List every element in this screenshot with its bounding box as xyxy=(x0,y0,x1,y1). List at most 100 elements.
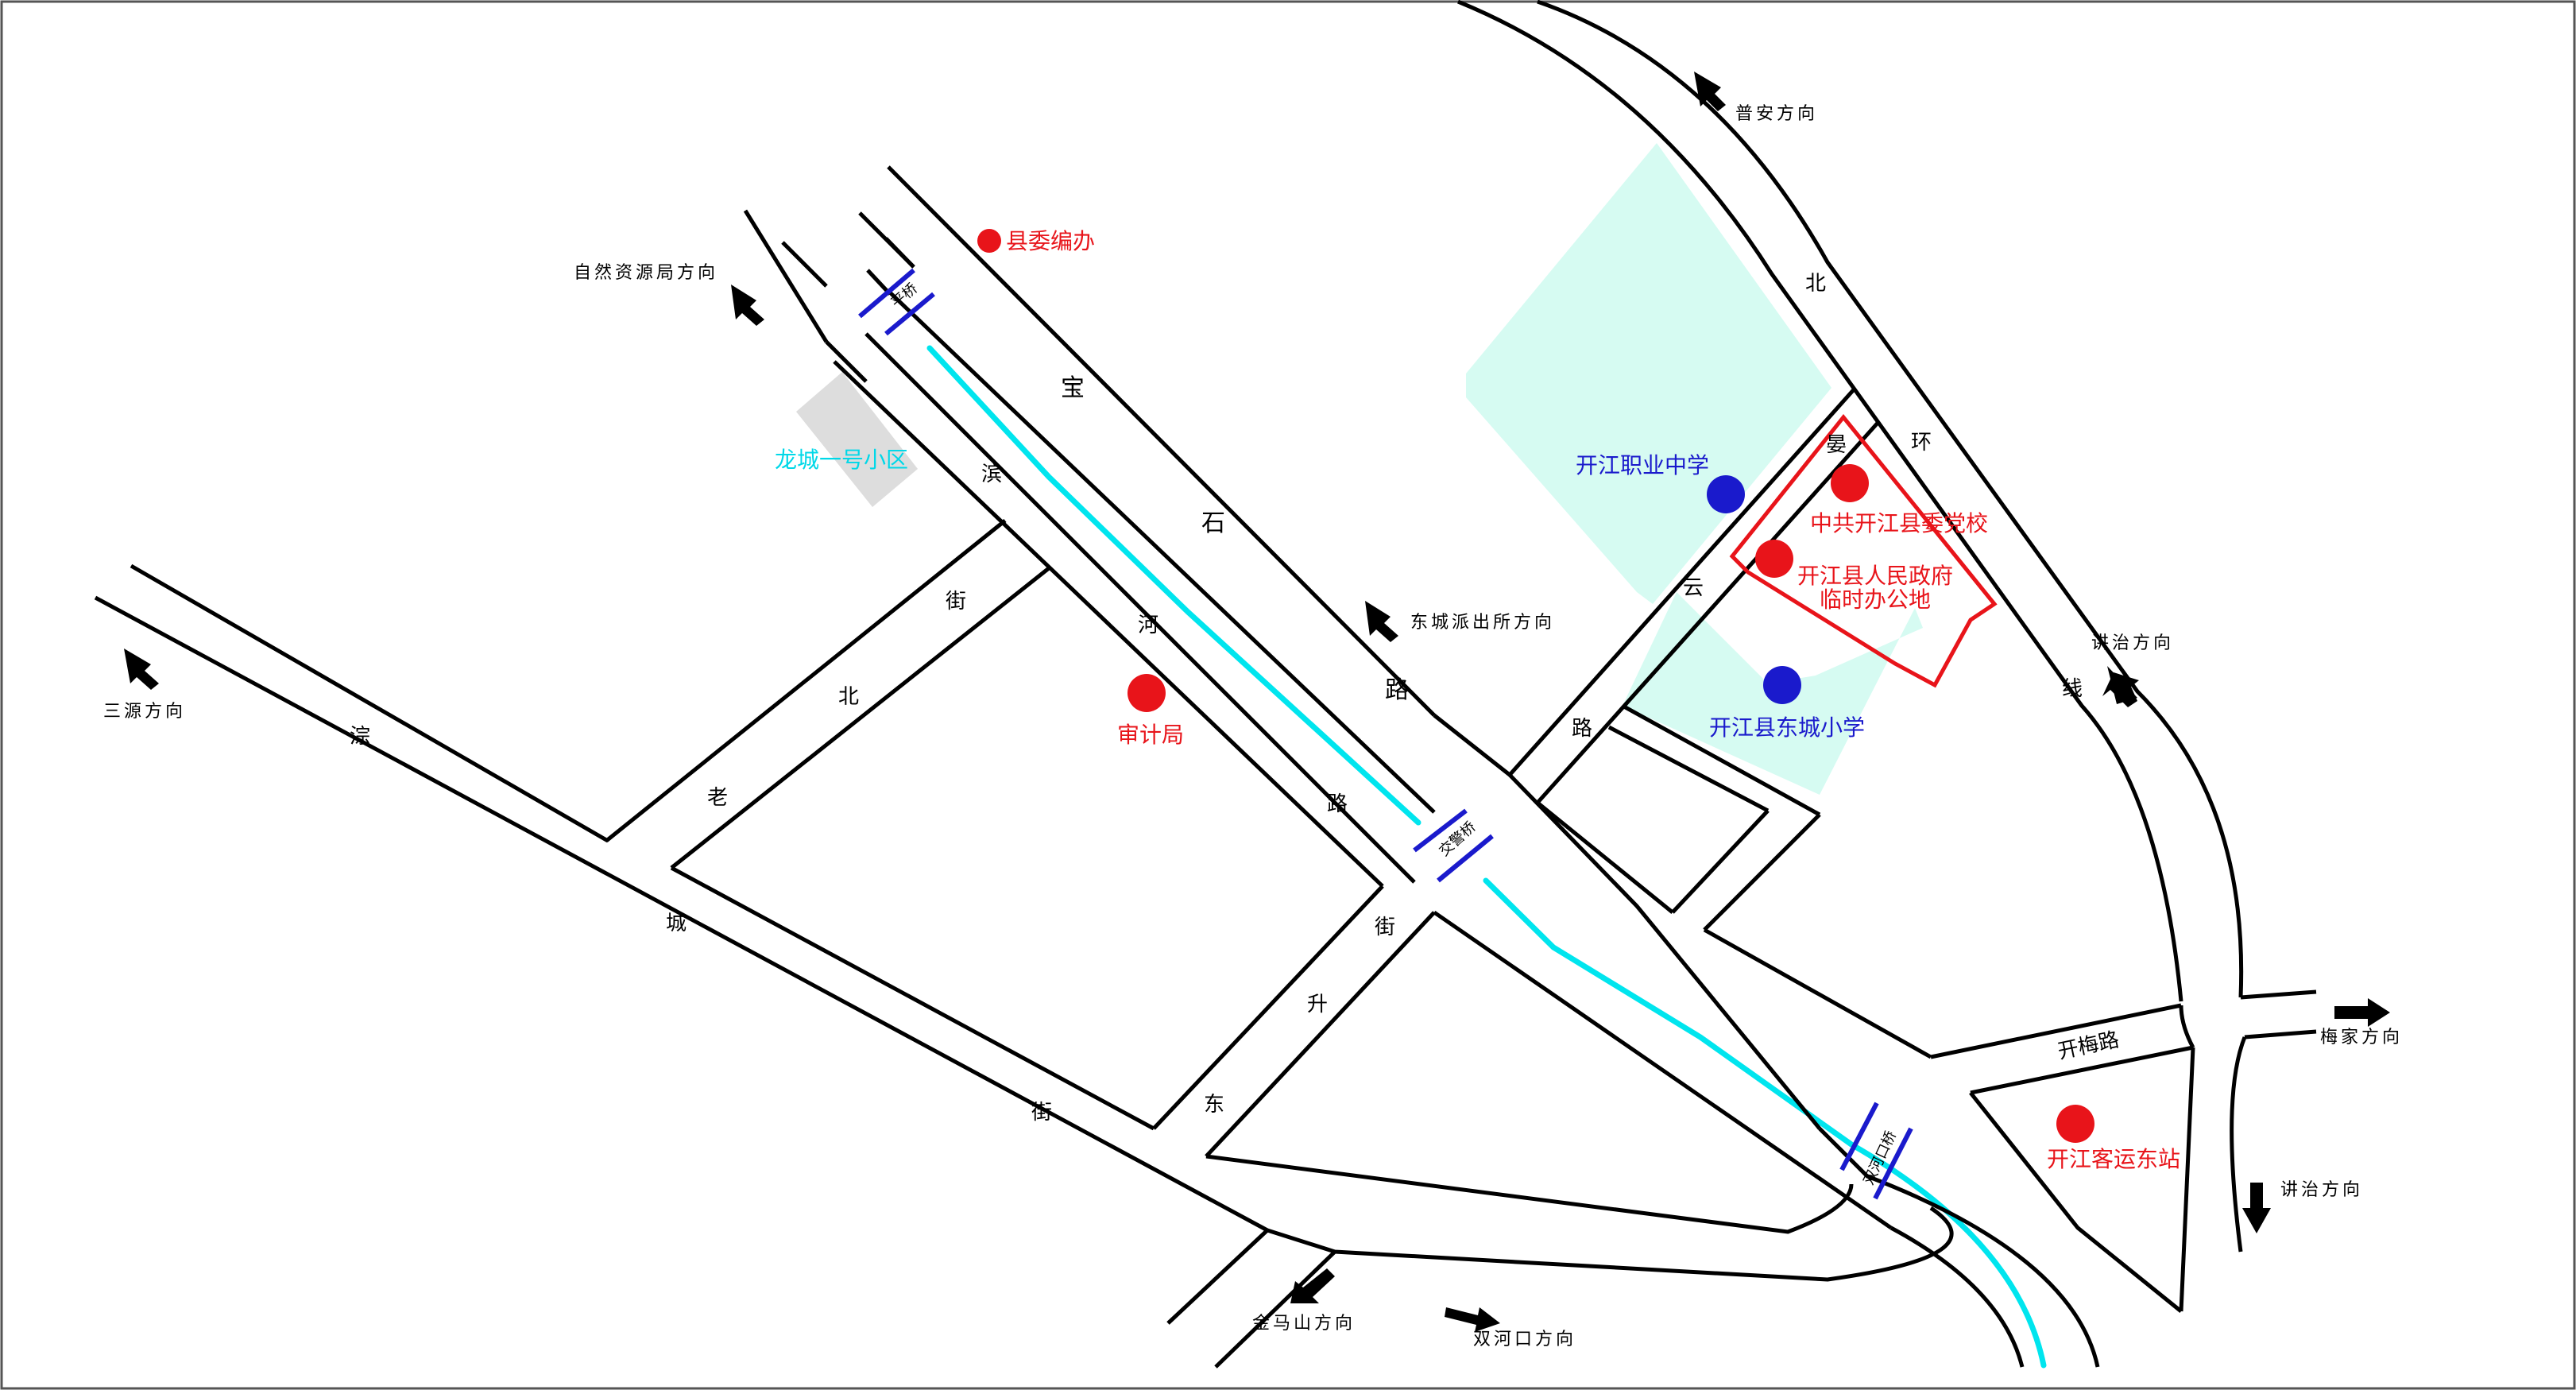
south-main-road-south-edge xyxy=(1267,1206,1954,1282)
baoshi-road-char-1: 宝 xyxy=(1061,374,1085,402)
poi-label-dangxiao: 中共开江县委党校 xyxy=(1810,510,1988,536)
beihuan-line-char-1: 北 xyxy=(1805,272,1826,296)
jiangzhi-upper-direction-label: 讲治方向 xyxy=(2091,633,2174,653)
binhe-road-char-2: 河 xyxy=(1138,614,1158,637)
yanyun-road-stub xyxy=(1536,801,1674,914)
baoshi-road-west-edge xyxy=(888,291,1436,814)
zongcheng-street-south-edge xyxy=(94,595,1269,1233)
laobei-street-north-edge xyxy=(605,519,1007,842)
arrow-icon xyxy=(731,285,764,326)
puan-direction-label: 普安方向 xyxy=(1735,104,1818,124)
kaimei-road-connector xyxy=(1703,927,1932,1059)
beihuan-line-char-2: 环 xyxy=(1911,431,1932,455)
baoshi-road-north-2 xyxy=(1433,714,1511,776)
poi-label-xianwei-bianban: 县委编办 xyxy=(1006,228,1095,254)
binhe-road-north-stub xyxy=(743,209,829,343)
school-block-east xyxy=(1671,809,1770,914)
arrow-icon xyxy=(1445,1307,1500,1332)
binhe-road-east-edge xyxy=(864,332,1416,884)
laobei-street-char-1: 街 xyxy=(946,590,966,614)
river-lower xyxy=(1483,877,2047,1369)
government-office-boundary xyxy=(1729,414,1998,688)
arrow-icon xyxy=(1365,601,1398,642)
ziran-direction-label: 自然资源局方向 xyxy=(574,263,718,283)
arrow-icon xyxy=(1290,1268,1335,1303)
road-network xyxy=(94,0,2317,1369)
dongsheng-street-char-3: 东 xyxy=(1204,1093,1224,1117)
jiaojing-bridge-east xyxy=(1437,834,1494,883)
river-road-south-east xyxy=(1818,1127,2100,1368)
school-block-inner xyxy=(1607,725,1770,813)
poi-marker-dongcheng-xiaoxue xyxy=(1763,666,1801,704)
zongcheng-street-north-edge-east xyxy=(670,865,1155,1131)
binhe-road-char-3: 路 xyxy=(1327,792,1348,816)
beihuan-line-east-edge xyxy=(1537,0,2244,998)
poi-marker-shenji-ju xyxy=(1127,674,1166,712)
poi-marker-zhengfu xyxy=(1755,540,1793,578)
meijia-road-south xyxy=(2244,1029,2317,1040)
pingqiao-bridge-east xyxy=(884,292,935,336)
pingqiao-north-edge xyxy=(858,211,915,269)
kaimei-road-north-edge xyxy=(1930,1003,2182,1059)
yanyun-road-west-edge xyxy=(1508,386,1857,776)
dongsheng-street-east-edge xyxy=(1205,911,1436,1158)
river-road-east xyxy=(1508,773,1821,1130)
arrow-icon xyxy=(1694,72,1726,111)
poi-label-dongcheng-xiaoxue: 开江县东城小学 xyxy=(1709,714,1865,741)
arrow-icon xyxy=(124,649,159,690)
beihuan-line-west-edge xyxy=(1457,0,2183,1002)
yanyun-road-east-edge xyxy=(1536,420,1881,804)
poi-marker-dangxiao xyxy=(1831,464,1869,502)
zongcheng-street-north-edge-west xyxy=(130,563,609,843)
dongcheng-police-direction-label: 东城派出所方向 xyxy=(1410,613,1555,633)
baoshi-road-char-2: 石 xyxy=(1201,509,1225,537)
kaimei-road-label: 开梅路 xyxy=(2056,1028,2122,1064)
poi-label-zhiye-zhongxue: 开江职业中学 xyxy=(1576,452,1709,478)
beihuan-line-char-3: 线 xyxy=(2062,677,2083,701)
laobei-street-south-edge xyxy=(670,567,1050,869)
yanyun-road-char-3: 路 xyxy=(1572,717,1592,741)
pingqiao-bridge-west xyxy=(858,268,915,319)
jiangzhi-road-west xyxy=(2230,1036,2247,1253)
poi-label-keyun-zhan: 开江客运东站 xyxy=(2047,1146,2180,1172)
zongcheng-street-char-3: 街 xyxy=(1031,1101,1052,1125)
baoshi-road-char-3: 路 xyxy=(1385,676,1409,704)
arrow-icon xyxy=(2242,1183,2271,1233)
jinmashan-road-east xyxy=(1214,1250,1336,1369)
poi-label-zhengfu-line2: 临时办公地 xyxy=(1820,587,1931,613)
direction-markers: 普安方向 自然资源局方向 东城派出所方向 三源方向 讲治方向 梅家方向 讲治方向… xyxy=(103,72,2403,1349)
longcheng-residential-area xyxy=(796,372,918,507)
poi-marker-xianwei-bianban xyxy=(977,229,1001,253)
dongsheng-street-west-edge xyxy=(1152,885,1384,1130)
baoshi-road-north xyxy=(887,165,1436,717)
zongcheng-street-char-2: 城 xyxy=(666,912,687,935)
points-of-interest: 县委编办 龙城一号小区 审计局 开江职业中学 中共开江县委党校 开江县人民政府 … xyxy=(775,228,2180,1172)
south-block-edge xyxy=(1205,1154,1854,1234)
arrow-icon xyxy=(2334,998,2390,1027)
laobei-street-char-3: 老 xyxy=(707,786,728,810)
river-upper xyxy=(926,345,1421,826)
binhe-road-north-stub2 xyxy=(825,340,868,383)
bridges xyxy=(858,268,1913,1200)
meijia-direction-label: 梅家方向 xyxy=(2320,1028,2403,1047)
dongsheng-street-char-2: 升 xyxy=(1307,993,1328,1016)
school-block-north xyxy=(1621,703,1821,817)
jiangzhi-lower-direction-label: 讲治方向 xyxy=(2280,1180,2363,1200)
school-block-east2 xyxy=(1703,813,1821,931)
jinmashan-road-west xyxy=(1166,1229,1269,1325)
keyun-block-west xyxy=(1969,1091,2183,1313)
arrow-head-icon xyxy=(2107,666,2137,704)
kaimei-road-south-edge xyxy=(1970,1045,2194,1095)
jinmashan-direction-label: 金马山方向 xyxy=(1252,1314,1356,1334)
shuanghekou-direction-label: 双河口方向 xyxy=(1473,1330,1576,1349)
poi-marker-zhiye-zhongxue xyxy=(1707,475,1745,513)
yanyun-road-char-2: 云 xyxy=(1683,576,1704,600)
yanyun-road-char-1: 晏 xyxy=(1826,433,1847,457)
shuanghekou-bridge-east xyxy=(1873,1127,1913,1200)
kaimei-curve xyxy=(2179,1005,2195,1049)
jiaojing-bridge-west xyxy=(1413,808,1468,853)
laobei-street-char-2: 北 xyxy=(838,685,859,709)
